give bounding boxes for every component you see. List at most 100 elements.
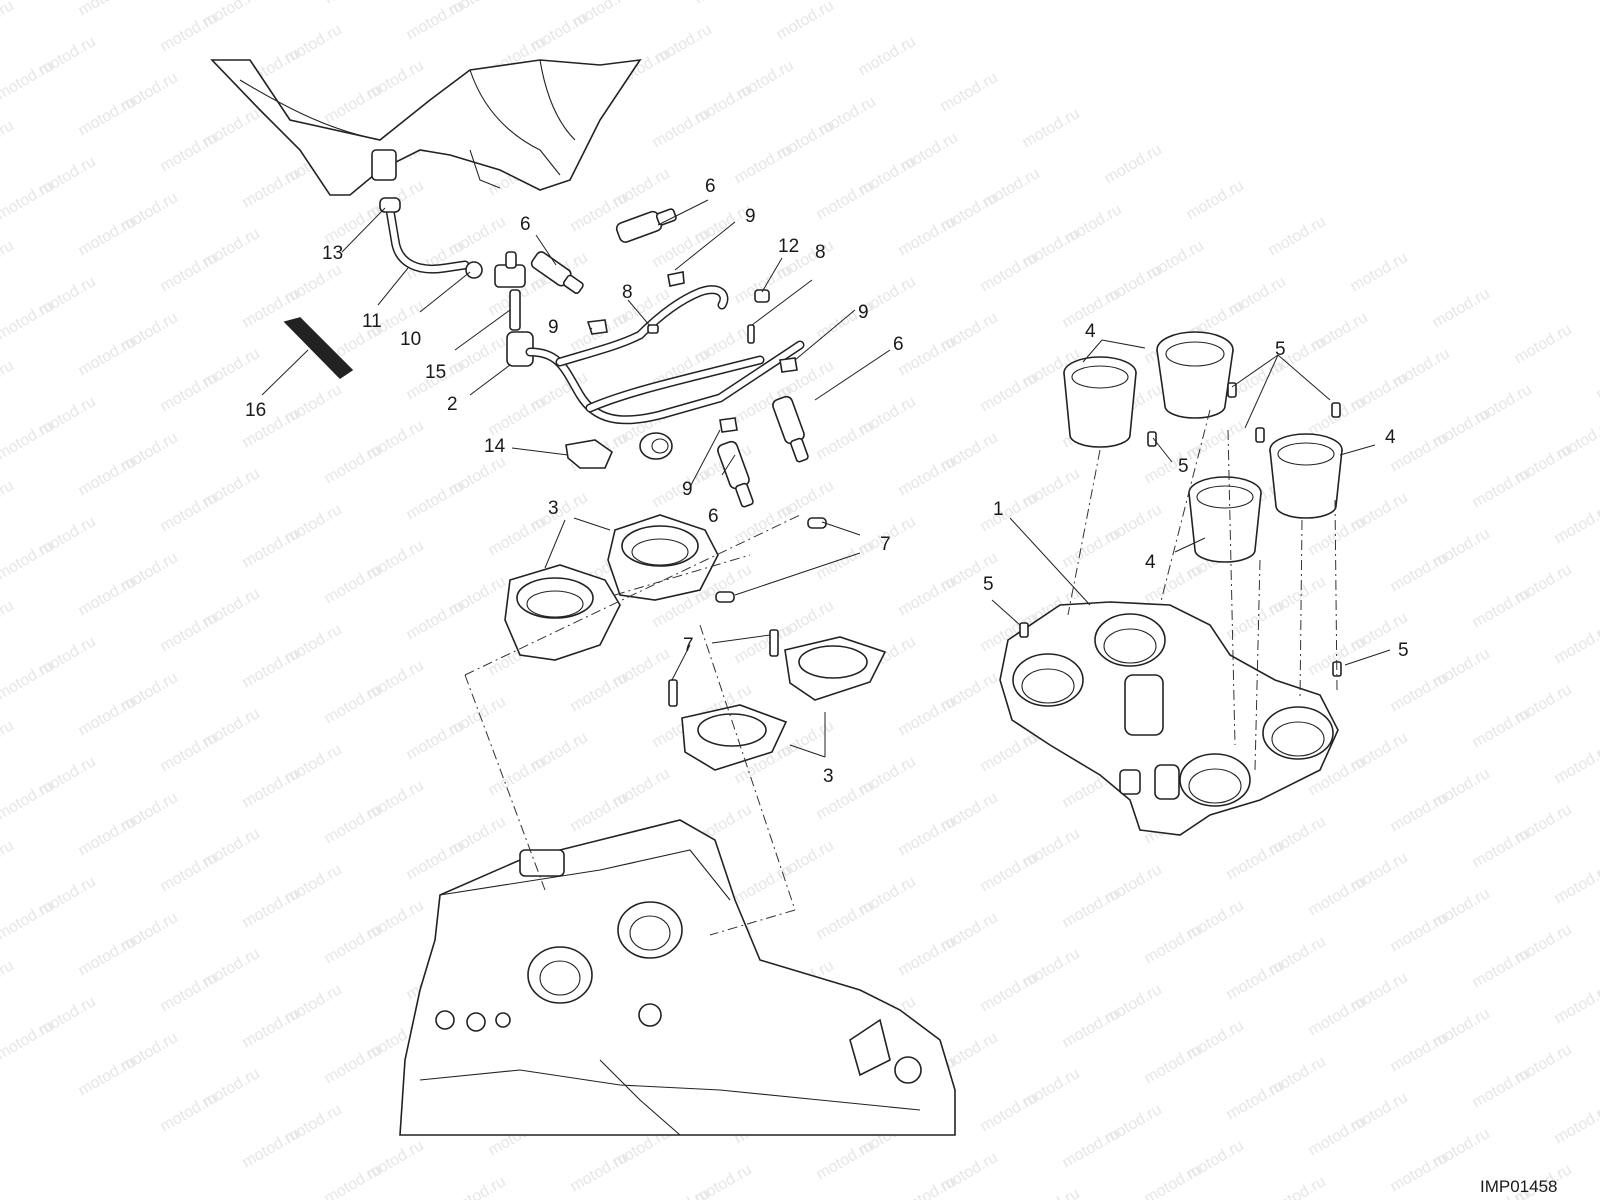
- watermark-text: motod.ru: [1020, 105, 1083, 151]
- watermark-text: motod.ru: [240, 525, 303, 571]
- watermark-text: motod.ru: [1552, 741, 1600, 787]
- intake-manifolds: [504, 514, 887, 771]
- watermark-text: motod.ru: [240, 165, 303, 211]
- callout-9b: 9: [745, 206, 756, 227]
- watermark-text: motod.ru: [1470, 705, 1533, 751]
- watermark-text: motod.ru: [1142, 1041, 1205, 1087]
- watermark-text: motod.ru: [76, 333, 139, 379]
- watermark-text: motod.ru: [0, 417, 57, 463]
- leader-lines: [261, 199, 1391, 758]
- watermark-text: motod.ru: [158, 969, 221, 1015]
- watermark-text: motod.ru: [814, 1137, 877, 1183]
- frame-section: [210, 58, 642, 196]
- watermark-text: motod.ru: [856, 33, 919, 79]
- watermark-text: motod.ru: [76, 453, 139, 499]
- callout-9a: 9: [548, 317, 559, 338]
- watermark-text: motod.ru: [404, 597, 467, 643]
- watermark-text: motod.ru: [650, 1185, 713, 1200]
- watermark-text: motod.ru: [158, 849, 221, 895]
- watermark-text: motod.ru: [1142, 921, 1205, 967]
- watermark-text: motod.ru: [404, 237, 467, 283]
- watermark-text: motod.ru: [158, 1089, 221, 1135]
- watermark-text: motod.ru: [896, 573, 959, 619]
- watermark-text: motod.ru: [322, 1161, 385, 1200]
- watermark-text: motod.ru: [158, 729, 221, 775]
- watermark-text: motod.ru: [446, 1173, 509, 1200]
- watermark-text: motod.ru: [1388, 669, 1451, 715]
- diagram-code: IMP01458: [1480, 1177, 1558, 1196]
- watermark-text: motod.ru: [1388, 909, 1451, 955]
- watermark-text: motod.ru: [0, 57, 57, 103]
- watermark-text: motod.ru: [1224, 837, 1287, 883]
- callout-11: 11: [362, 311, 382, 332]
- watermark-text: motod.ru: [0, 357, 17, 403]
- watermark-text: motod.ru: [0, 837, 17, 883]
- injectors: [530, 208, 809, 508]
- watermark-text: motod.ru: [978, 1089, 1041, 1135]
- watermark-text: motod.ru: [1060, 525, 1123, 571]
- fuel-hoses: [283, 197, 805, 469]
- watermark-text: motod.ru: [568, 789, 631, 835]
- callout-5d: 5: [1398, 640, 1409, 661]
- watermark-text: motod.ru: [240, 1125, 303, 1171]
- watermark-text: motod.ru: [0, 537, 57, 583]
- throttle-body: [999, 601, 1339, 836]
- velocity-stacks: [1019, 331, 1343, 677]
- callout-6c: 6: [893, 334, 904, 355]
- watermark-text: motod.ru: [1470, 945, 1533, 991]
- watermark-text: motod.ru: [1470, 465, 1533, 511]
- watermark-text: motod.ru: [1266, 213, 1329, 259]
- watermark-text: motod.ru: [404, 0, 467, 43]
- watermark-text: motod.ru: [1142, 441, 1205, 487]
- callout-13: 13: [322, 243, 343, 264]
- watermark-text: motod.ru: [1552, 501, 1600, 547]
- watermark-text: motod.ru: [814, 537, 877, 583]
- watermark-text: motod.ru: [896, 933, 959, 979]
- watermark-text: motod.ru: [158, 369, 221, 415]
- watermark-text: motod.ru: [322, 561, 385, 607]
- watermark-text: motod.ru: [1594, 357, 1600, 403]
- watermark-text: motod.ru: [1184, 177, 1247, 223]
- watermark-text: motod.ru: [1142, 1161, 1205, 1200]
- watermark-text: motod.ru: [978, 849, 1041, 895]
- callout-1: 1: [993, 499, 1004, 520]
- watermark-text: motod.ru: [322, 921, 385, 967]
- watermark-text: motod.ru: [1388, 1029, 1451, 1075]
- watermark-text: motod.ru: [814, 177, 877, 223]
- watermark-text: motod.ru: [240, 885, 303, 931]
- watermark-text: motod.ru: [1552, 621, 1600, 667]
- engine-head: [399, 819, 956, 1136]
- watermark-text: motod.ru: [1266, 1173, 1329, 1200]
- watermark-text: motod.ru: [978, 369, 1041, 415]
- watermark-text: motod.ru: [404, 717, 467, 763]
- watermark-text: motod.ru: [404, 837, 467, 883]
- watermark-text: motod.ru: [486, 753, 549, 799]
- watermark-text: motod.ru: [1224, 1077, 1287, 1123]
- watermark-text: motod.ru: [1348, 249, 1411, 295]
- callout-7a: 7: [880, 534, 891, 555]
- watermark-text: motod.ru: [1388, 789, 1451, 835]
- watermark-text: motod.ru: [76, 693, 139, 739]
- watermark-text: motod.ru: [978, 969, 1041, 1015]
- callout-3b: 3: [823, 766, 834, 787]
- watermark-text: motod.ru: [486, 513, 549, 559]
- watermark-text: motod.ru: [896, 453, 959, 499]
- watermark-text: motod.ru: [0, 897, 57, 943]
- callout-6d: 6: [708, 506, 719, 527]
- watermark-text: motod.ru: [978, 489, 1041, 535]
- watermark-text: motod.ru: [1552, 1101, 1600, 1147]
- watermark-text: motod.ru: [0, 717, 17, 763]
- callout-4b: 4: [1385, 427, 1396, 448]
- watermark-text: motod.ru: [76, 0, 139, 19]
- watermark-text: motod.ru: [1060, 1005, 1123, 1051]
- watermark-text: motod.ru: [1060, 1125, 1123, 1171]
- watermark-text: motod.ru: [1306, 993, 1369, 1039]
- watermark-text: motod.ru: [568, 669, 631, 715]
- callout-5c: 5: [983, 574, 994, 595]
- watermark-text: motod.ru: [896, 1173, 959, 1200]
- watermark-text: motod.ru: [0, 657, 57, 703]
- watermark-text: motod.ru: [1020, 1185, 1083, 1200]
- callout-labels: 1 2 3 3 4 4 4 5 5 5 5 6 6 6 6 7 7 8 8 9 …: [245, 176, 1409, 787]
- watermark-text: motod.ru: [0, 1017, 57, 1063]
